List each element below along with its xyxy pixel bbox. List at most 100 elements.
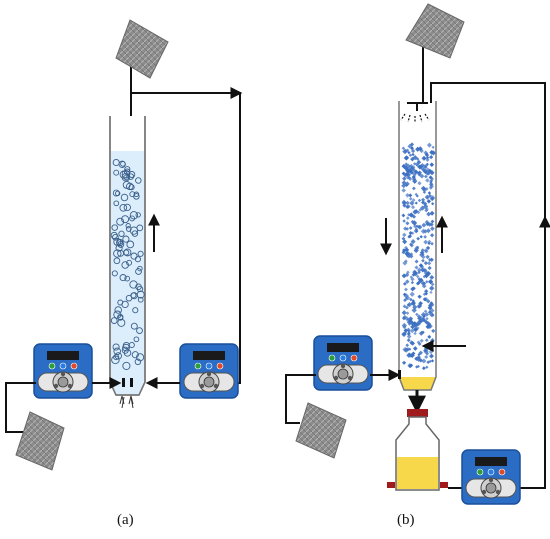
setup-a bbox=[5, 19, 243, 471]
bubble bbox=[121, 261, 129, 269]
packing-element bbox=[430, 176, 434, 181]
packing-element bbox=[429, 233, 435, 238]
bubble bbox=[112, 233, 119, 241]
packing-element bbox=[419, 338, 424, 343]
packing-element bbox=[408, 153, 413, 157]
packing-element bbox=[421, 316, 426, 322]
bubble bbox=[125, 223, 131, 229]
packing-element bbox=[417, 181, 422, 186]
packing-element bbox=[431, 202, 435, 206]
packing-element bbox=[402, 360, 407, 365]
packing-element bbox=[402, 176, 407, 181]
packing-element bbox=[418, 263, 424, 268]
bubble bbox=[110, 317, 118, 324]
bubble bbox=[113, 249, 122, 258]
bubble bbox=[129, 211, 139, 220]
packing-element bbox=[412, 269, 418, 275]
packing-element bbox=[425, 254, 430, 260]
packing-element bbox=[429, 170, 435, 176]
packing-element bbox=[413, 331, 417, 336]
peristaltic-pump-icon bbox=[33, 343, 93, 399]
packing-element bbox=[427, 303, 433, 308]
packing-element bbox=[429, 154, 434, 160]
packing-element bbox=[406, 327, 411, 332]
packing-element bbox=[402, 346, 408, 353]
packing-element bbox=[403, 173, 408, 178]
bubble bbox=[137, 265, 143, 272]
packing-element bbox=[417, 356, 421, 360]
gas-bag-icon bbox=[115, 19, 169, 79]
packing-element bbox=[408, 231, 413, 235]
packing-element bbox=[429, 257, 434, 262]
packing-element bbox=[422, 229, 428, 234]
packing-element bbox=[401, 188, 406, 193]
packing-element bbox=[417, 294, 422, 299]
packing-element bbox=[410, 205, 416, 210]
packing-element bbox=[421, 283, 427, 289]
packing-element bbox=[401, 213, 406, 218]
bubble bbox=[132, 307, 139, 314]
caption-b: (b) bbox=[397, 512, 415, 528]
packing-element bbox=[409, 340, 414, 346]
bubble bbox=[135, 268, 142, 275]
packing-element bbox=[408, 197, 413, 201]
packing-element bbox=[417, 198, 422, 203]
bubble bbox=[121, 215, 130, 224]
packing-element bbox=[416, 210, 421, 215]
packing-element bbox=[411, 152, 415, 157]
packing-element bbox=[419, 277, 423, 282]
packing-element bbox=[411, 322, 418, 328]
bubble bbox=[113, 310, 122, 319]
packing-element bbox=[419, 235, 423, 239]
peristaltic-pump-icon bbox=[461, 449, 521, 505]
packing-element bbox=[424, 312, 430, 317]
packing-element bbox=[420, 312, 427, 318]
packing-element bbox=[430, 313, 435, 318]
packing-element bbox=[429, 307, 435, 314]
packing-element bbox=[416, 225, 421, 229]
bubble bbox=[137, 250, 144, 257]
bubble bbox=[129, 280, 138, 289]
packing-element bbox=[415, 312, 419, 317]
bubble bbox=[136, 327, 143, 334]
packing-element bbox=[425, 317, 429, 321]
bubble bbox=[120, 161, 126, 167]
packing-element bbox=[419, 205, 426, 211]
packing-element bbox=[409, 328, 415, 334]
packing-element bbox=[421, 197, 426, 202]
packing-element bbox=[425, 157, 430, 162]
packing-element bbox=[406, 338, 411, 343]
packing-element bbox=[406, 270, 410, 275]
bubble bbox=[136, 285, 144, 293]
bubble bbox=[112, 189, 120, 197]
bubble bbox=[113, 347, 121, 356]
packing-element bbox=[429, 162, 435, 167]
packing-element bbox=[404, 155, 410, 161]
packing-element bbox=[408, 193, 413, 198]
packing-element bbox=[401, 183, 407, 189]
bubble-column-a bbox=[109, 116, 160, 409]
packing-element bbox=[430, 150, 437, 156]
packing-element bbox=[425, 270, 432, 277]
packing-element bbox=[421, 222, 427, 228]
packing-element bbox=[428, 279, 434, 285]
packing-element bbox=[425, 155, 430, 160]
bubble bbox=[136, 290, 145, 299]
bubble bbox=[117, 318, 126, 327]
setup-b bbox=[285, 3, 550, 505]
bubble bbox=[126, 259, 133, 266]
packing-element bbox=[416, 236, 420, 241]
packing-element bbox=[424, 219, 430, 225]
packing-element bbox=[410, 219, 415, 224]
bubble bbox=[112, 343, 120, 351]
packing-element bbox=[426, 199, 432, 204]
packing-element bbox=[409, 243, 414, 248]
bubble bbox=[127, 173, 135, 180]
packing-element bbox=[416, 304, 421, 309]
packing-element bbox=[417, 172, 422, 177]
packing-element bbox=[422, 186, 427, 191]
bubble bbox=[111, 224, 118, 231]
bubble bbox=[122, 343, 130, 352]
bubble bbox=[116, 217, 125, 226]
bubble bbox=[114, 306, 122, 314]
